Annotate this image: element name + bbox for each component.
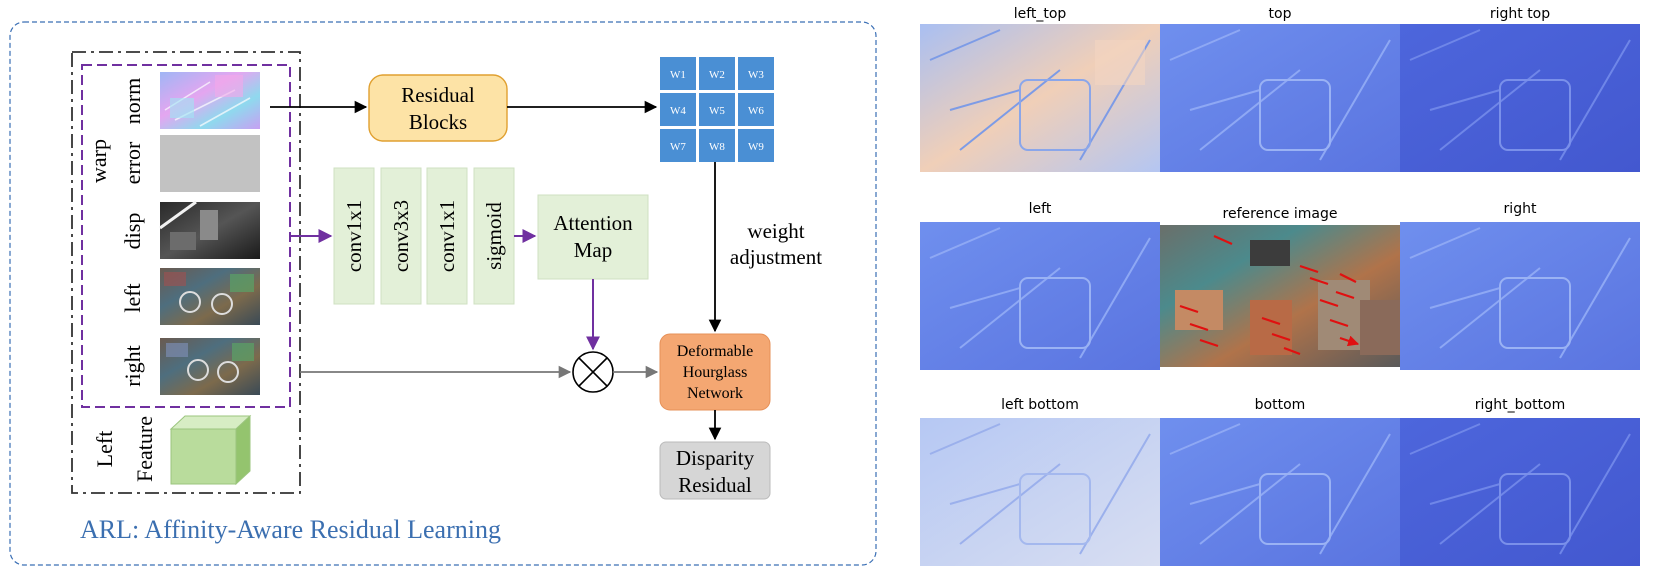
tile-right-bottom: [1400, 418, 1640, 566]
tile-right-top: [1400, 24, 1640, 172]
weight-cell-w3: [738, 57, 774, 90]
deformable-line3: Network: [687, 385, 743, 402]
residual-blocks-line1: Residual: [401, 83, 475, 107]
weight-cell-w7: [660, 129, 696, 162]
arl-title: ARL: Affinity-Aware Residual Learning: [80, 515, 501, 544]
conv-layer-1: [333, 167, 375, 305]
input-label-right: right: [120, 345, 145, 387]
left-thumbnail: [160, 268, 260, 325]
caption-bottom: bottom: [1255, 397, 1306, 413]
conv-layer-2: [380, 167, 422, 305]
input-label-disp: disp: [120, 213, 145, 250]
weight-cell-w4: [660, 93, 696, 126]
caption-right: right: [1504, 201, 1537, 217]
weight-grid: W1 W2 W3 W4 W5 W6 W7 W8 W9: [659, 57, 774, 162]
attention-map-line1: Attention: [553, 211, 633, 235]
weight-cell-w6: [738, 93, 774, 126]
residual-blocks-box: [368, 74, 508, 142]
neighbor-grid: [920, 24, 1640, 566]
caption-right-bottom: right_bottom: [1475, 397, 1566, 413]
weight-label-w9: W9: [748, 141, 764, 153]
feature-cube-icon: [169, 414, 252, 486]
weight-label-w7: W7: [670, 141, 686, 153]
tile-top: [1160, 24, 1400, 172]
weight-cell-w8: [699, 129, 735, 162]
multiply-operator-icon: [572, 351, 614, 393]
attention-map-line2: Map: [574, 238, 613, 262]
weight-label-w3: W3: [748, 69, 764, 81]
conv-layer-3-label: conv1x1: [435, 200, 459, 272]
weight-label-w8: W8: [709, 141, 725, 153]
weight-adjustment-line2: adjustment: [730, 245, 822, 269]
weight-cell-w5: [699, 93, 735, 126]
attention-map-box: [537, 194, 649, 280]
tile-left-top: [920, 24, 1160, 172]
caption-left-top: left_top: [1014, 6, 1067, 22]
tile-left-bottom: [920, 418, 1160, 566]
weight-cell-w2: [699, 57, 735, 90]
weight-label-w6: W6: [748, 105, 764, 117]
conv-layer-2-label: conv3x3: [389, 200, 413, 272]
caption-right-top: right top: [1490, 6, 1550, 22]
tile-bottom: [1160, 418, 1400, 566]
weight-adjustment-line1: weight: [747, 219, 804, 243]
weight-label-w1: W1: [670, 69, 686, 81]
caption-left: left: [1029, 201, 1052, 217]
disparity-residual-line1: Disparity: [676, 446, 755, 470]
disp-thumbnail: [159, 200, 260, 259]
norm-thumbnail: [160, 72, 260, 129]
left-feature-label-line1: Left: [92, 431, 117, 468]
caption-top: top: [1269, 6, 1292, 22]
weight-label-w4: W4: [670, 105, 686, 117]
weight-label-w5: W5: [709, 105, 725, 117]
deformable-line1: Deformable: [677, 343, 753, 360]
sigmoid-layer-label: sigmoid: [482, 202, 506, 270]
caption-reference-image: reference image: [1223, 206, 1338, 222]
deformable-line2: Hourglass: [683, 364, 748, 381]
arl-panel-border: [9, 21, 877, 566]
tile-right: [1400, 222, 1640, 370]
warp-label: warp: [86, 139, 111, 183]
disparity-residual-box: [659, 441, 771, 500]
conv-layer-1-label: conv1x1: [342, 200, 366, 272]
conv-layer-3: [426, 167, 468, 305]
input-label-left: left: [120, 283, 145, 312]
tile-reference-image: [1160, 225, 1400, 367]
caption-left-bottom: left bottom: [1001, 397, 1079, 413]
right-thumbnail: [160, 338, 260, 395]
weight-label-w2: W2: [709, 69, 725, 81]
tile-left: [920, 222, 1160, 370]
disparity-residual-line2: Residual: [678, 473, 752, 497]
weight-cell-w1: [660, 57, 696, 90]
left-feature-label-line2: Feature: [132, 416, 157, 482]
input-group-border: [71, 51, 301, 494]
input-label-error: error: [120, 141, 145, 184]
red-arrows-icon: [1179, 234, 1358, 354]
error-thumbnail: [160, 135, 260, 192]
weight-cell-w9: [738, 129, 774, 162]
input-label-norm: norm: [120, 78, 145, 124]
residual-blocks-line2: Blocks: [409, 110, 467, 134]
